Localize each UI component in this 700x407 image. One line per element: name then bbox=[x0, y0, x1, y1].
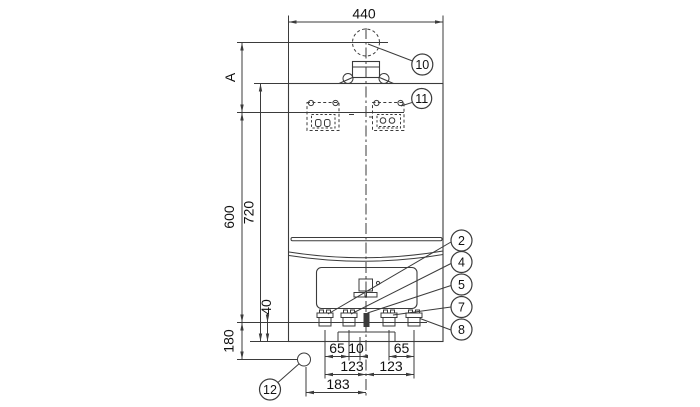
gas-pipe-hole bbox=[237, 352, 311, 367]
callout-11-label: 11 bbox=[415, 92, 428, 106]
callout-7-label: 7 bbox=[458, 301, 465, 315]
callout-7: 7 bbox=[450, 295, 473, 319]
bracket-hook-icon bbox=[332, 99, 339, 107]
valve-fitting bbox=[380, 309, 398, 327]
callout-2-label: 2 bbox=[458, 234, 465, 248]
dim-180-label: 180 bbox=[221, 329, 237, 353]
dim-row-123: 123 123 bbox=[325, 358, 414, 377]
bracket-hook-icon bbox=[307, 99, 315, 107]
bracket-hook-icon bbox=[397, 99, 404, 107]
dim-600-label: 600 bbox=[221, 205, 237, 229]
dim-width: 440 bbox=[288, 6, 443, 24]
dim-183-label: 183 bbox=[326, 376, 350, 392]
dim-65-left-label: 65 bbox=[329, 340, 345, 356]
flue-collar bbox=[338, 60, 394, 85]
dim-40: 40 bbox=[258, 299, 274, 342]
connection-fittings bbox=[237, 309, 443, 342]
dim-A: A bbox=[222, 42, 244, 113]
callout-2: 2 bbox=[450, 229, 473, 252]
mounting-bracket bbox=[237, 99, 405, 131]
callout-12-label: 12 bbox=[263, 383, 277, 397]
dim-A-label: A bbox=[222, 72, 238, 82]
dim-180: 180 bbox=[221, 322, 244, 360]
flue-opening bbox=[237, 28, 388, 57]
bracket-hook-icon bbox=[373, 99, 380, 107]
callout-11: 11 bbox=[411, 87, 433, 110]
callout-4-label: 4 bbox=[458, 256, 465, 270]
control-box bbox=[315, 266, 418, 310]
dim-600: 600 bbox=[221, 112, 244, 323]
dim-row-183: 183 bbox=[306, 376, 366, 395]
dim-row-pitch: 65 10 65 bbox=[325, 340, 414, 359]
dim-720: 720 bbox=[241, 83, 263, 342]
dim-440-label: 440 bbox=[352, 6, 376, 22]
dim-720-label: 720 bbox=[241, 201, 257, 225]
callout-leaders bbox=[277, 43, 452, 383]
callout-8: 8 bbox=[450, 318, 473, 341]
bottom-tray bbox=[337, 331, 396, 342]
valve-fitting bbox=[340, 309, 358, 327]
callout-12: 12 bbox=[258, 378, 282, 401]
valve-fitting bbox=[316, 309, 334, 327]
callout-5: 5 bbox=[450, 273, 473, 296]
dim-40-label: 40 bbox=[258, 299, 274, 315]
dim-10-label: 10 bbox=[348, 340, 364, 356]
center-stub-fitting bbox=[363, 313, 370, 327]
callout-10: 10 bbox=[411, 53, 434, 76]
callout-8-label: 8 bbox=[458, 323, 465, 337]
callout-10-label: 10 bbox=[415, 58, 429, 72]
dim-123-right-label: 123 bbox=[379, 358, 403, 374]
callout-4: 4 bbox=[450, 250, 473, 274]
dim-65-right-label: 65 bbox=[394, 340, 410, 356]
callout-5-label: 5 bbox=[458, 278, 465, 292]
dim-123-left-label: 123 bbox=[340, 358, 364, 374]
